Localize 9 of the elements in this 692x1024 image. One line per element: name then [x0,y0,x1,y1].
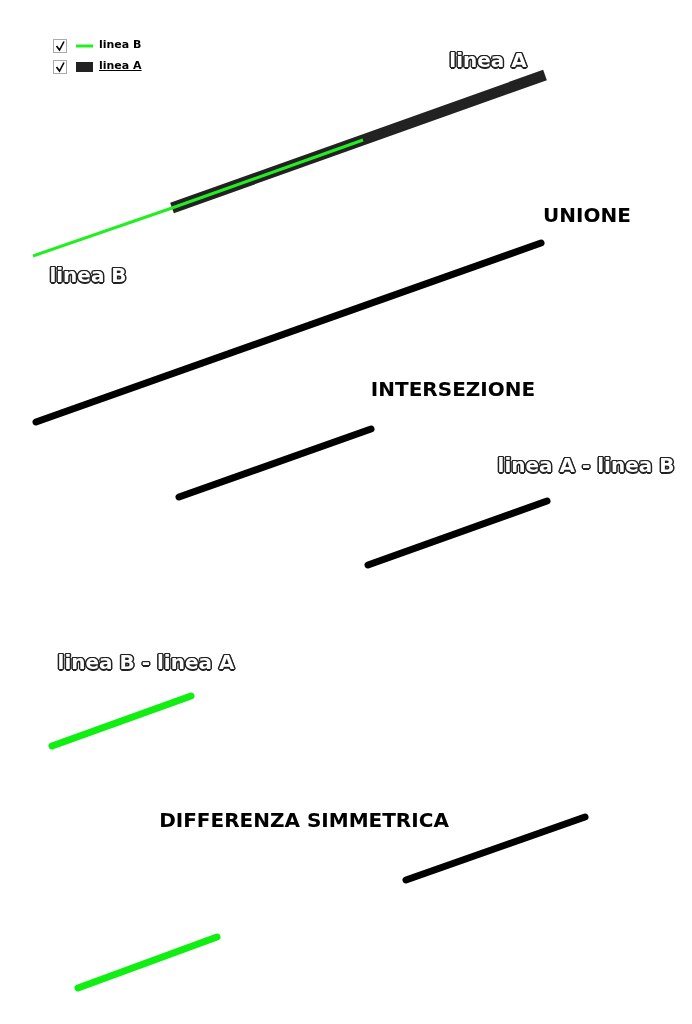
section-heading: INTERSEZIONE [370,378,536,400]
section-heading: UNIONE [543,204,631,226]
line-label: linea A - linea B [497,454,675,476]
line-label: linea A [449,49,527,71]
section-heading: DIFFERENZA SIMMETRICA [159,809,449,831]
legend-label: linea B [99,39,142,52]
line-label: linea B - linea A [57,651,235,673]
line-label: linea B [49,264,127,286]
legend-label: linea A [99,60,142,73]
